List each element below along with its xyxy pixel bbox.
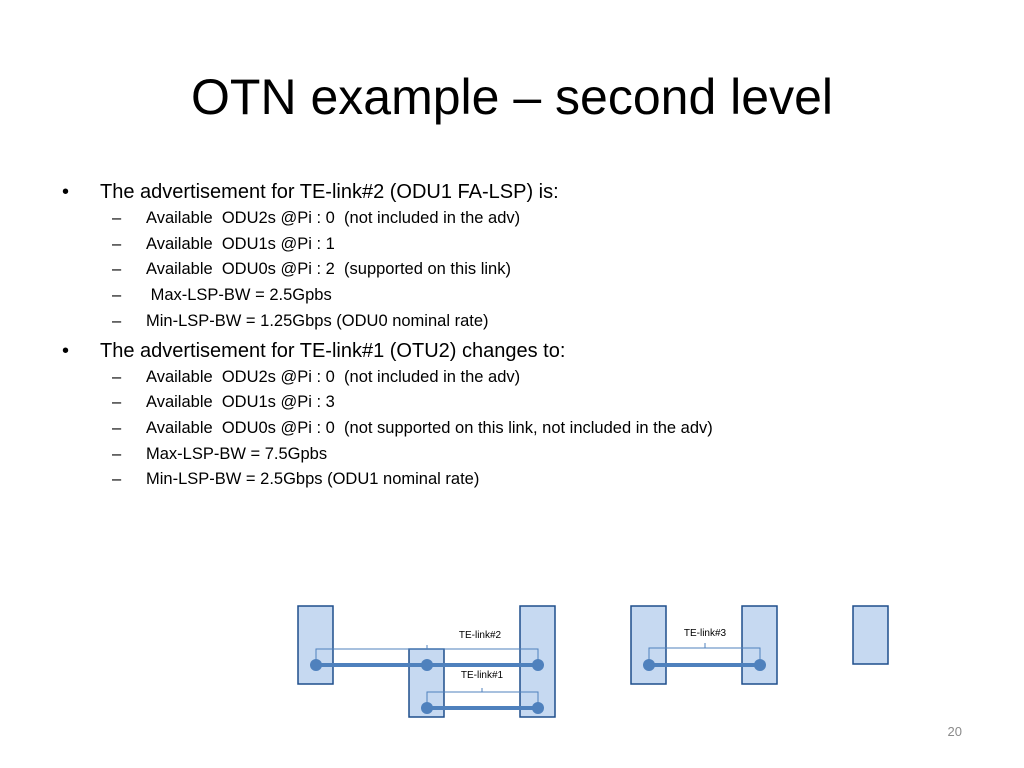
sub-item-text: Max-LSP-BW = 7.5Gpbs (146, 444, 328, 463)
dash-glyph: – (112, 470, 122, 489)
node-box (297, 605, 334, 685)
sub-list-container: – Available ODU2s @Pi : 0 (not included i… (62, 365, 962, 496)
node-box (741, 605, 778, 685)
port-dot (754, 659, 766, 671)
bullet-text: The advertisement for TE-link#1 (OTU2) c… (100, 339, 566, 362)
sub-item: – Available ODU0s @Pi : 2 (supported on t… (62, 257, 962, 283)
sub-item: – Available ODU0s @Pi : 0 (not supported … (62, 416, 962, 442)
slide-body: • The advertisement for TE-link#2 (ODU1 … (62, 178, 962, 495)
page-number: 20 (947, 724, 962, 739)
sub-item: – Available ODU1s @Pi : 3 (62, 390, 962, 416)
sub-list: – Available ODU2s @Pi : 0 (not included i… (62, 206, 962, 337)
dash-glyph: – (112, 234, 122, 253)
sub-item: – Min-LSP-BW = 2.5Gbps (ODU1 nominal rate… (62, 467, 962, 493)
sub-item: – Available ODU2s @Pi : 0 (not included i… (62, 365, 962, 391)
sub-item-text: Available ODU1s @Pi : 3 (146, 393, 335, 412)
port-dot (532, 702, 544, 714)
sub-list-container: – Available ODU2s @Pi : 0 (not included i… (62, 206, 962, 337)
sub-item-text: Available ODU2s @Pi : 0 (not included in… (146, 209, 521, 227)
te-link-1-brace (426, 688, 539, 703)
dash-glyph: – (112, 311, 122, 330)
bullet-glyph: • (62, 181, 70, 203)
node-box (852, 605, 889, 665)
bullet-te-link-1: • The advertisement for TE-link#1 (OTU2)… (62, 337, 962, 365)
bullet-list: • The advertisement for TE-link#2 (ODU1 … (62, 178, 962, 495)
te-link-1-label: TE-link#1 (461, 670, 504, 681)
bullet-glyph: • (62, 339, 70, 362)
sub-item-text: Available ODU0s @Pi : 2 (supported on th… (146, 260, 511, 279)
sub-item: – Min-LSP-BW = 1.25Gbps (ODU0 nominal rat… (62, 309, 962, 335)
sub-item-text: Min-LSP-BW = 1.25Gbps (ODU0 nominal rate… (146, 311, 489, 330)
dash-glyph: – (112, 393, 122, 412)
slide-title: OTN example – second level (191, 69, 833, 125)
sub-item: – Available ODU2s @Pi : 0 (not included i… (62, 206, 962, 232)
port-dot (421, 659, 433, 671)
dash-glyph: – (112, 444, 122, 463)
port-dot (421, 702, 433, 714)
dash-glyph: – (112, 209, 122, 227)
bullet-te-link-2: • The advertisement for TE-link#2 (ODU1 … (62, 178, 962, 206)
sub-item: – Max-LSP-BW = 7.5Gpbs (62, 442, 962, 468)
dash-glyph: – (112, 418, 122, 437)
dash-glyph: – (112, 260, 122, 279)
sub-item-text: Min-LSP-BW = 2.5Gbps (ODU1 nominal rate) (146, 470, 480, 489)
port-dot (310, 659, 322, 671)
port-dot (532, 659, 544, 671)
sub-list: – Available ODU2s @Pi : 0 (not included i… (62, 365, 962, 496)
bullet-text: The advertisement for TE-link#2 (ODU1 FA… (100, 181, 559, 203)
node-box (630, 605, 667, 685)
dash-glyph: – (112, 367, 122, 386)
sub-item-text: Available ODU0s @Pi : 0 (not supported o… (146, 418, 713, 437)
te-link-2-label: TE-link#2 (459, 630, 502, 641)
sub-item-text: Available ODU1s @Pi : 1 (146, 234, 335, 253)
te-link-3-brace (648, 643, 761, 660)
sub-item: – Max-LSP-BW = 2.5Gpbs (62, 283, 962, 309)
port-dot (643, 659, 655, 671)
sub-item-text: Available ODU2s @Pi : 0 (not included in… (146, 367, 521, 386)
te-link-2-brace (315, 645, 539, 660)
sub-item-text: Max-LSP-BW = 2.5Gpbs (146, 286, 332, 305)
te-link-3-label: TE-link#3 (684, 628, 727, 639)
sub-item: – Available ODU1s @Pi : 1 (62, 232, 962, 258)
dash-glyph: – (112, 286, 122, 305)
